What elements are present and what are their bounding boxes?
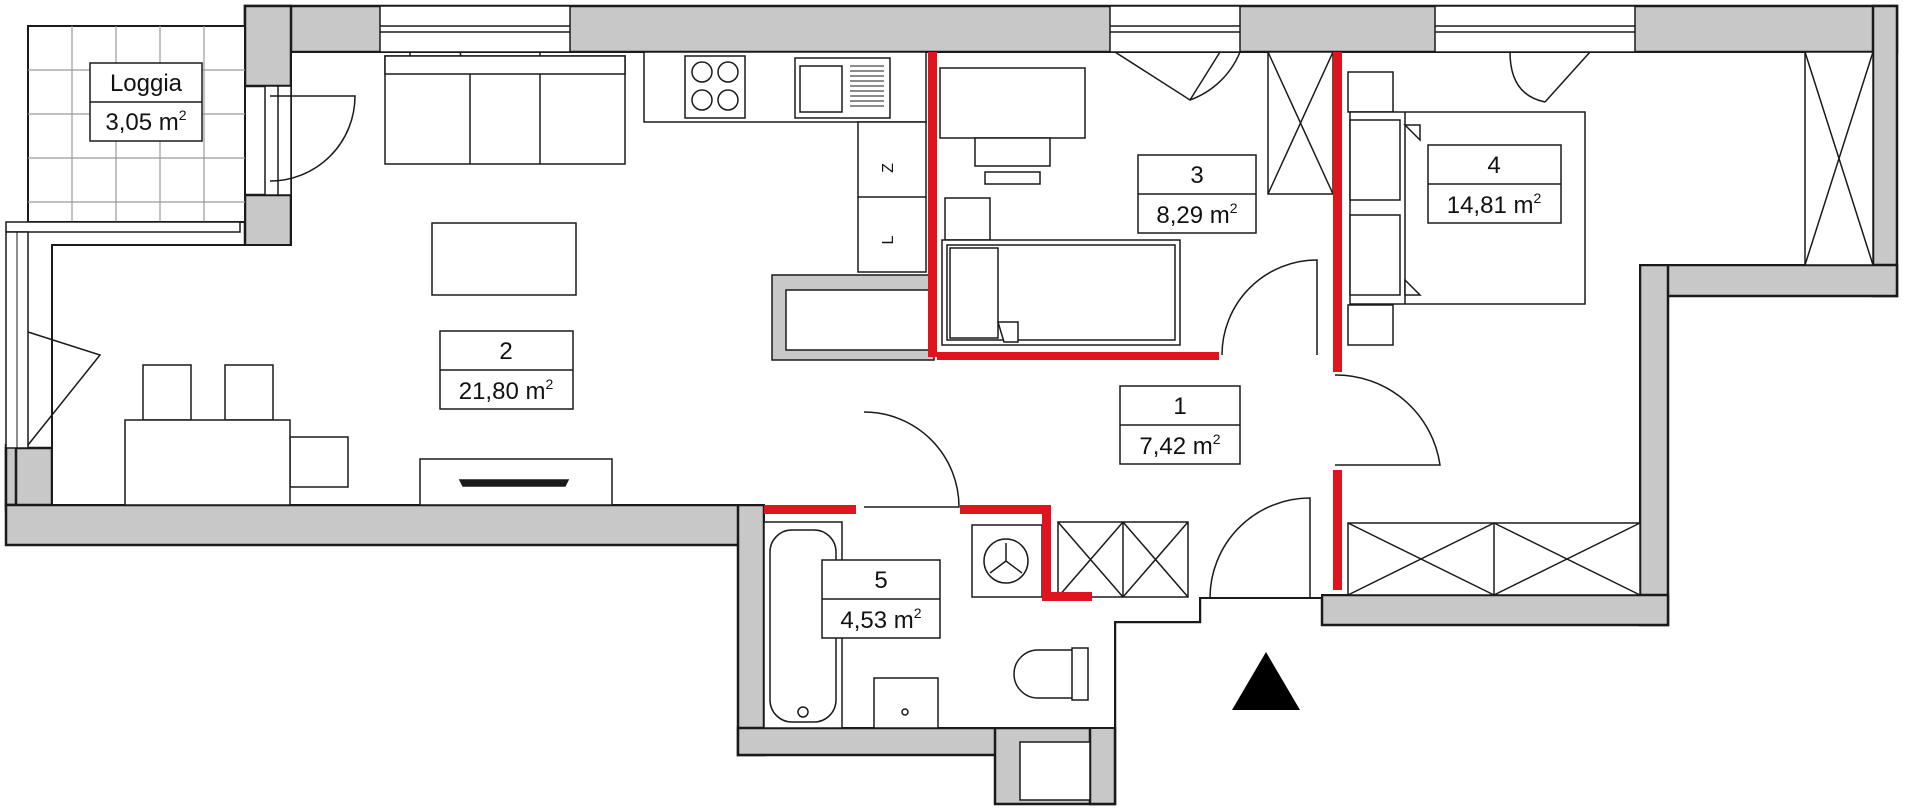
red-wall — [960, 505, 1050, 514]
door-window-room4 — [1509, 51, 1591, 103]
kitchen: Z L — [643, 51, 935, 361]
fridge-mark-bottom: L — [880, 235, 897, 244]
room-labels: 2 21,80 m2 3 8,29 m2 4 14,81 m2 1 7,42 m… — [439, 144, 1562, 639]
wall-loggia-side — [243, 4, 293, 88]
red-wall — [937, 352, 1219, 360]
burner-icon — [717, 61, 739, 83]
wall-right — [1871, 4, 1899, 298]
pillow — [1349, 214, 1401, 296]
shaft — [1019, 741, 1091, 801]
window-room3 — [1109, 5, 1241, 53]
burner-icon — [717, 89, 739, 111]
door-left-balcony — [27, 331, 102, 446]
red-wall — [1333, 470, 1342, 590]
wall-left-lower-edge — [4, 443, 18, 507]
wall-bath-bottom — [736, 726, 1030, 757]
room-label-3: 3 8,29 m2 — [1137, 154, 1257, 234]
svg-text:21,80 m2: 21,80 m2 — [459, 376, 554, 405]
wall-right-lower — [1638, 263, 1670, 627]
window-living — [379, 5, 571, 53]
room-label-4: 4 14,81 m2 — [1427, 144, 1562, 224]
chair — [984, 171, 1041, 185]
red-wall — [1333, 52, 1342, 372]
accent-walls — [764, 52, 1342, 601]
floor-area — [51, 51, 1874, 729]
svg-text:8,29 m2: 8,29 m2 — [1156, 200, 1237, 229]
burner-icon — [691, 61, 713, 83]
red-wall — [1042, 592, 1092, 601]
nightstand — [1347, 71, 1394, 113]
wall-bath-left — [736, 503, 766, 757]
door-window-room3-arc — [1189, 51, 1241, 101]
drainboard — [850, 65, 884, 107]
washbasin — [873, 677, 939, 729]
dining-chair — [289, 436, 349, 488]
desk — [939, 67, 1086, 139]
loggia-railing — [5, 221, 241, 233]
door-room4 — [1334, 374, 1441, 466]
dining-chair — [142, 364, 192, 421]
hall-furniture — [1057, 521, 1189, 598]
burner-icon — [691, 89, 713, 111]
red-wall — [764, 505, 856, 514]
living-furniture — [124, 55, 626, 506]
tv — [458, 479, 570, 487]
bathroom-fixtures — [763, 521, 1091, 801]
wall-bottom-bedroom — [1320, 593, 1670, 627]
wall-right-step — [1638, 263, 1899, 298]
door-loggia — [269, 95, 356, 182]
dining-table — [124, 419, 291, 506]
red-wall — [928, 52, 937, 357]
svg-text:4,53 m2: 4,53 m2 — [840, 605, 921, 634]
window-room4 — [1434, 5, 1636, 53]
pillow — [949, 247, 999, 339]
svg-text:7,42 m2: 7,42 m2 — [1139, 431, 1220, 460]
svg-text:3: 3 — [1190, 162, 1203, 189]
room-label-2: 2 21,80 m2 — [439, 330, 574, 410]
fridge-mark-top: Z — [880, 163, 897, 173]
room-label-5: 5 4,53 m2 — [821, 559, 941, 639]
nightstand — [1347, 304, 1394, 346]
drain-icon — [797, 706, 809, 718]
monitor — [974, 137, 1051, 167]
svg-text:1: 1 — [1173, 393, 1186, 420]
svg-text:14,81 m2: 14,81 m2 — [1447, 190, 1542, 219]
svg-text:4: 4 — [1487, 152, 1500, 179]
shelf — [944, 197, 991, 241]
dining-chair — [224, 364, 274, 421]
toilet — [1013, 649, 1086, 699]
room-label-1: 1 7,42 m2 — [1119, 385, 1241, 465]
loggia: Loggia 3,05 m2 — [5, 25, 246, 449]
wall-bottom-living — [4, 503, 790, 547]
door-room3 — [1221, 259, 1318, 356]
windows — [264, 5, 1636, 196]
pillow — [1349, 119, 1401, 201]
room3-furniture — [939, 51, 1334, 346]
door-bathroom — [863, 411, 960, 508]
loggia-name: Loggia — [110, 70, 183, 97]
blanket-fold — [996, 321, 1019, 343]
red-wall — [1042, 505, 1051, 600]
loggia-area: 3,05 m2 — [105, 107, 186, 136]
living-room-floor — [51, 51, 1874, 729]
door-entrance — [1209, 497, 1311, 599]
svg-text:2: 2 — [499, 338, 512, 365]
svg-text:5: 5 — [874, 567, 887, 594]
coffee-table — [431, 222, 577, 296]
entrance-triangle-icon — [1232, 652, 1300, 710]
